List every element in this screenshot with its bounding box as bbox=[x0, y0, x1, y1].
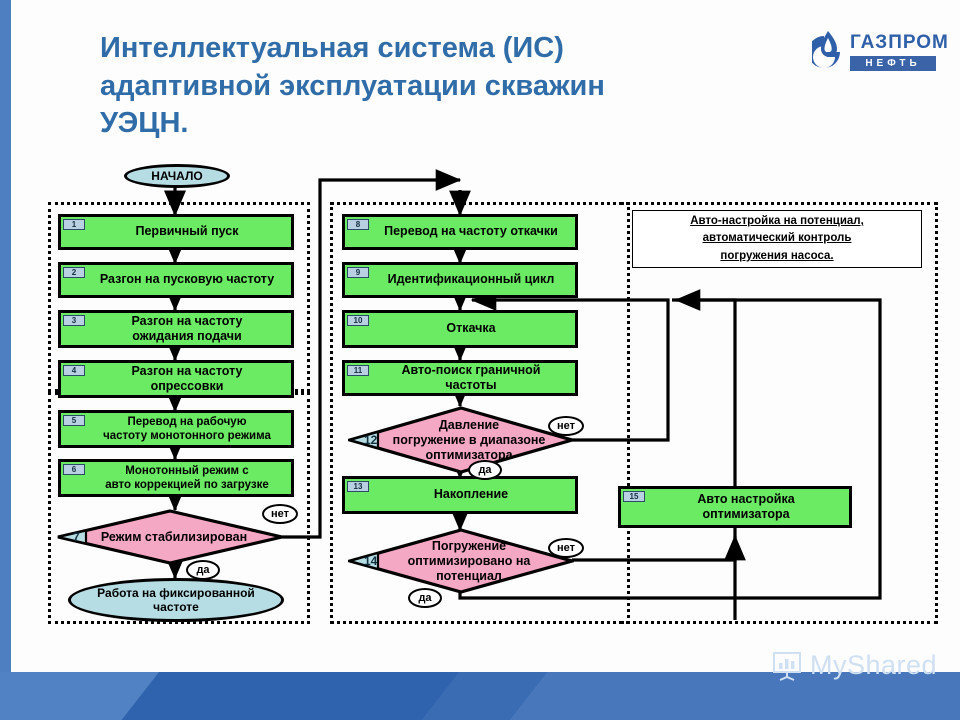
region-optimizer-group bbox=[330, 202, 630, 624]
node-14-badge: 14 bbox=[364, 554, 378, 568]
logo-wordmark: ГАЗПРОМ bbox=[850, 32, 949, 53]
node-4-label: Разгон на частоту опрессовки bbox=[131, 363, 243, 393]
node-11-badge: 11 bbox=[347, 365, 369, 376]
node-6[interactable]: 6 Монотонный режим с авто коррекцией по … bbox=[58, 459, 294, 497]
node-12-diamond-shape bbox=[348, 406, 574, 474]
node-fixed-frequency-label: Работа на фиксированной частоте bbox=[97, 585, 255, 614]
node-10-label: Откачка bbox=[446, 321, 496, 336]
node-2-badge: 2 bbox=[63, 267, 85, 278]
node-7-branch-yes: да bbox=[186, 560, 220, 580]
flowchart: НАЧАЛО 1 Первичный пуск 2 Разгон на пуск… bbox=[0, 164, 960, 648]
node-12-branch-no-label: нет bbox=[556, 420, 575, 432]
annotation-line-3: погружения насоса. bbox=[720, 249, 834, 262]
node-14-label: Погружение оптимизировано на потенциал bbox=[407, 538, 531, 583]
myshared-watermark-label: MyShared bbox=[810, 649, 938, 680]
node-1-label: Первичный пуск bbox=[135, 224, 239, 239]
node-12-branch-yes-label: да bbox=[478, 464, 492, 476]
node-3-label: Разгон на частоту ожидания подачи bbox=[131, 313, 243, 343]
node-12-branch-no: нет bbox=[548, 416, 584, 436]
node-fixed-frequency[interactable]: Работа на фиксированной частоте bbox=[68, 578, 284, 622]
node-11-label: Авто-поиск граничной частоты bbox=[401, 362, 541, 392]
node-13[interactable]: 13 Накопление bbox=[342, 476, 578, 514]
node-6-label: Монотонный режим с авто коррекцией по за… bbox=[105, 464, 269, 491]
annotation-line-1: Авто-настройка на потенциал, bbox=[690, 215, 864, 228]
node-4-badge: 4 bbox=[63, 365, 85, 376]
node-9-badge: 9 bbox=[347, 267, 369, 278]
node-7-branch-no-label: нет bbox=[270, 508, 289, 520]
node-15-badge: 15 bbox=[623, 491, 645, 502]
node-2-label: Разгон на пусковую частоту bbox=[99, 272, 275, 287]
annotation-line-2: автоматический контроль bbox=[702, 232, 852, 245]
title-line-2: адаптивной эксплуатации скважин bbox=[100, 69, 605, 102]
node-12-decision[interactable]: 12 Давление погружение в диапазоне оптим… bbox=[348, 406, 574, 474]
gazprom-flame-icon bbox=[812, 31, 840, 68]
node-7-branch-yes-label: да bbox=[196, 564, 210, 576]
title-line-3: УЭЦН. bbox=[100, 107, 189, 140]
node-14-branch-no: нет bbox=[548, 538, 584, 558]
region-annotation-group bbox=[620, 202, 938, 624]
node-14-branch-yes-label: да bbox=[418, 592, 432, 604]
node-11[interactable]: 11 Авто-поиск граничной частоты bbox=[342, 360, 578, 396]
node-3[interactable]: 3 Разгон на частоту ожидания подачи bbox=[58, 310, 294, 348]
node-6-badge: 6 bbox=[63, 464, 85, 475]
node-7-badge: 7 bbox=[73, 530, 80, 544]
node-13-label: Накопление bbox=[433, 487, 509, 502]
logo-sub-wordmark: НЕФТЬ bbox=[850, 56, 936, 71]
node-start-label: НАЧАЛО bbox=[151, 168, 203, 183]
node-12-label: Давление погружение в диапазоне оптимиза… bbox=[392, 417, 546, 462]
node-2[interactable]: 2 Разгон на пусковую частоту bbox=[58, 262, 294, 298]
node-10[interactable]: 10 Откачка bbox=[342, 310, 578, 348]
node-9-label: Идентификационный цикл bbox=[387, 272, 555, 287]
footer-bar bbox=[0, 672, 960, 720]
node-5-label: Перевод на рабочую частоту монотонного р… bbox=[103, 415, 271, 442]
presentation-chart-icon bbox=[773, 652, 801, 681]
node-7-decision[interactable]: 7 Режим стабилизирован bbox=[56, 509, 284, 565]
node-15[interactable]: 15 Авто настройка оптимизатора bbox=[618, 486, 852, 528]
gazprom-neft-logo: ГАЗПРОМ НЕФТЬ bbox=[812, 26, 948, 86]
node-1[interactable]: 1 Первичный пуск bbox=[58, 214, 294, 250]
node-5-badge: 5 bbox=[63, 415, 85, 426]
node-12-branch-yes: да bbox=[468, 460, 502, 480]
annotation-note: Авто-настройка на потенциал, автоматичес… bbox=[632, 210, 922, 268]
node-14-branch-yes: да bbox=[408, 588, 442, 608]
node-10-badge: 10 bbox=[347, 315, 369, 326]
node-12-badge: 12 bbox=[364, 433, 378, 447]
node-14-branch-no-label: нет bbox=[556, 542, 575, 554]
node-3-badge: 3 bbox=[63, 315, 85, 326]
node-14-decision[interactable]: 14 Погружение оптимизировано на потенциа… bbox=[348, 528, 574, 594]
title-line-1: Интеллектуальная система (ИС) bbox=[100, 32, 564, 64]
myshared-watermark: MyShared bbox=[770, 648, 937, 682]
node-4[interactable]: 4 Разгон на частоту опрессовки bbox=[58, 360, 294, 398]
node-5[interactable]: 5 Перевод на рабочую частоту монотонного… bbox=[58, 410, 294, 448]
node-1-badge: 1 bbox=[63, 219, 85, 230]
node-9[interactable]: 9 Идентификационный цикл bbox=[342, 262, 578, 298]
flow-connectors bbox=[164, 169, 882, 620]
node-start[interactable]: НАЧАЛО bbox=[124, 164, 230, 188]
node-7-branch-no: нет bbox=[262, 504, 298, 524]
node-8[interactable]: 8 Перевод на частоту откачки bbox=[342, 214, 578, 250]
node-8-badge: 8 bbox=[347, 219, 369, 230]
node-7-label: Режим стабилизирован bbox=[100, 529, 248, 544]
page-title: Интеллектуальная система (ИС) адаптивной… bbox=[100, 30, 760, 143]
left-accent-bar bbox=[0, 0, 11, 672]
node-15-label: Авто настройка оптимизатора bbox=[697, 491, 795, 521]
node-14-diamond-shape bbox=[348, 528, 574, 594]
node-13-badge: 13 bbox=[347, 481, 369, 492]
node-8-label: Перевод на частоту откачки bbox=[384, 224, 558, 239]
